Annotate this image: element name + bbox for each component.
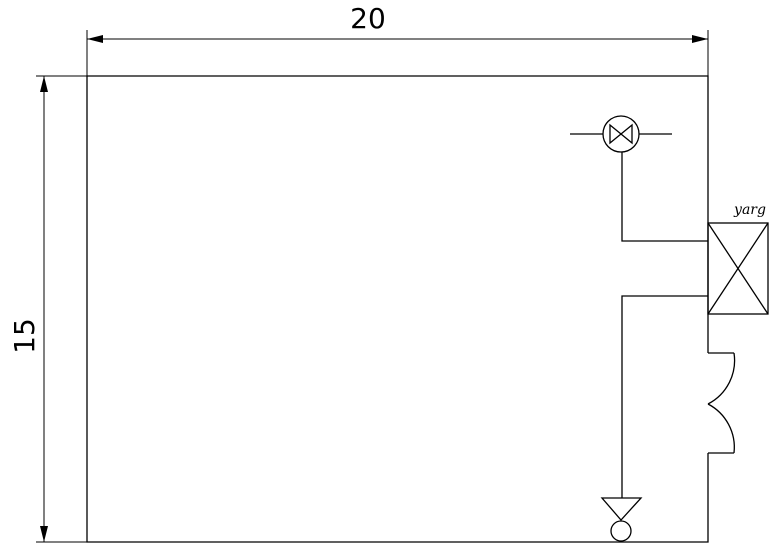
valve-icon <box>602 115 640 153</box>
height-dimension: 15 <box>8 75 87 543</box>
lower-pipe <box>621 295 708 498</box>
valve <box>570 115 672 153</box>
valve-bowtie <box>609 123 633 145</box>
room-walls <box>86 75 709 543</box>
device-label: yarg <box>733 202 766 218</box>
sprinkler-triangle-icon <box>600 497 643 521</box>
sprinkler-head-icon <box>610 520 632 542</box>
sprinkler <box>600 497 643 542</box>
room-outline <box>86 75 709 543</box>
device-box <box>707 222 769 315</box>
upper-pipe-line <box>621 152 708 242</box>
door-swing-lower <box>707 403 735 454</box>
height-dimension-label: 15 <box>8 318 41 354</box>
wall-device: yarg <box>707 202 769 315</box>
height-arrow-top <box>40 76 48 92</box>
door <box>707 352 736 454</box>
upper-pipe <box>621 152 708 242</box>
width-arrow-left <box>87 35 103 43</box>
width-dimension-label: 20 <box>350 2 386 35</box>
height-arrow-bottom <box>40 526 48 542</box>
lower-pipe-line <box>621 295 708 498</box>
width-dimension: 20 <box>86 2 709 76</box>
device-box-diagonal-2 <box>707 222 769 315</box>
door-swing-upper <box>707 352 736 405</box>
width-arrow-right <box>692 35 708 43</box>
